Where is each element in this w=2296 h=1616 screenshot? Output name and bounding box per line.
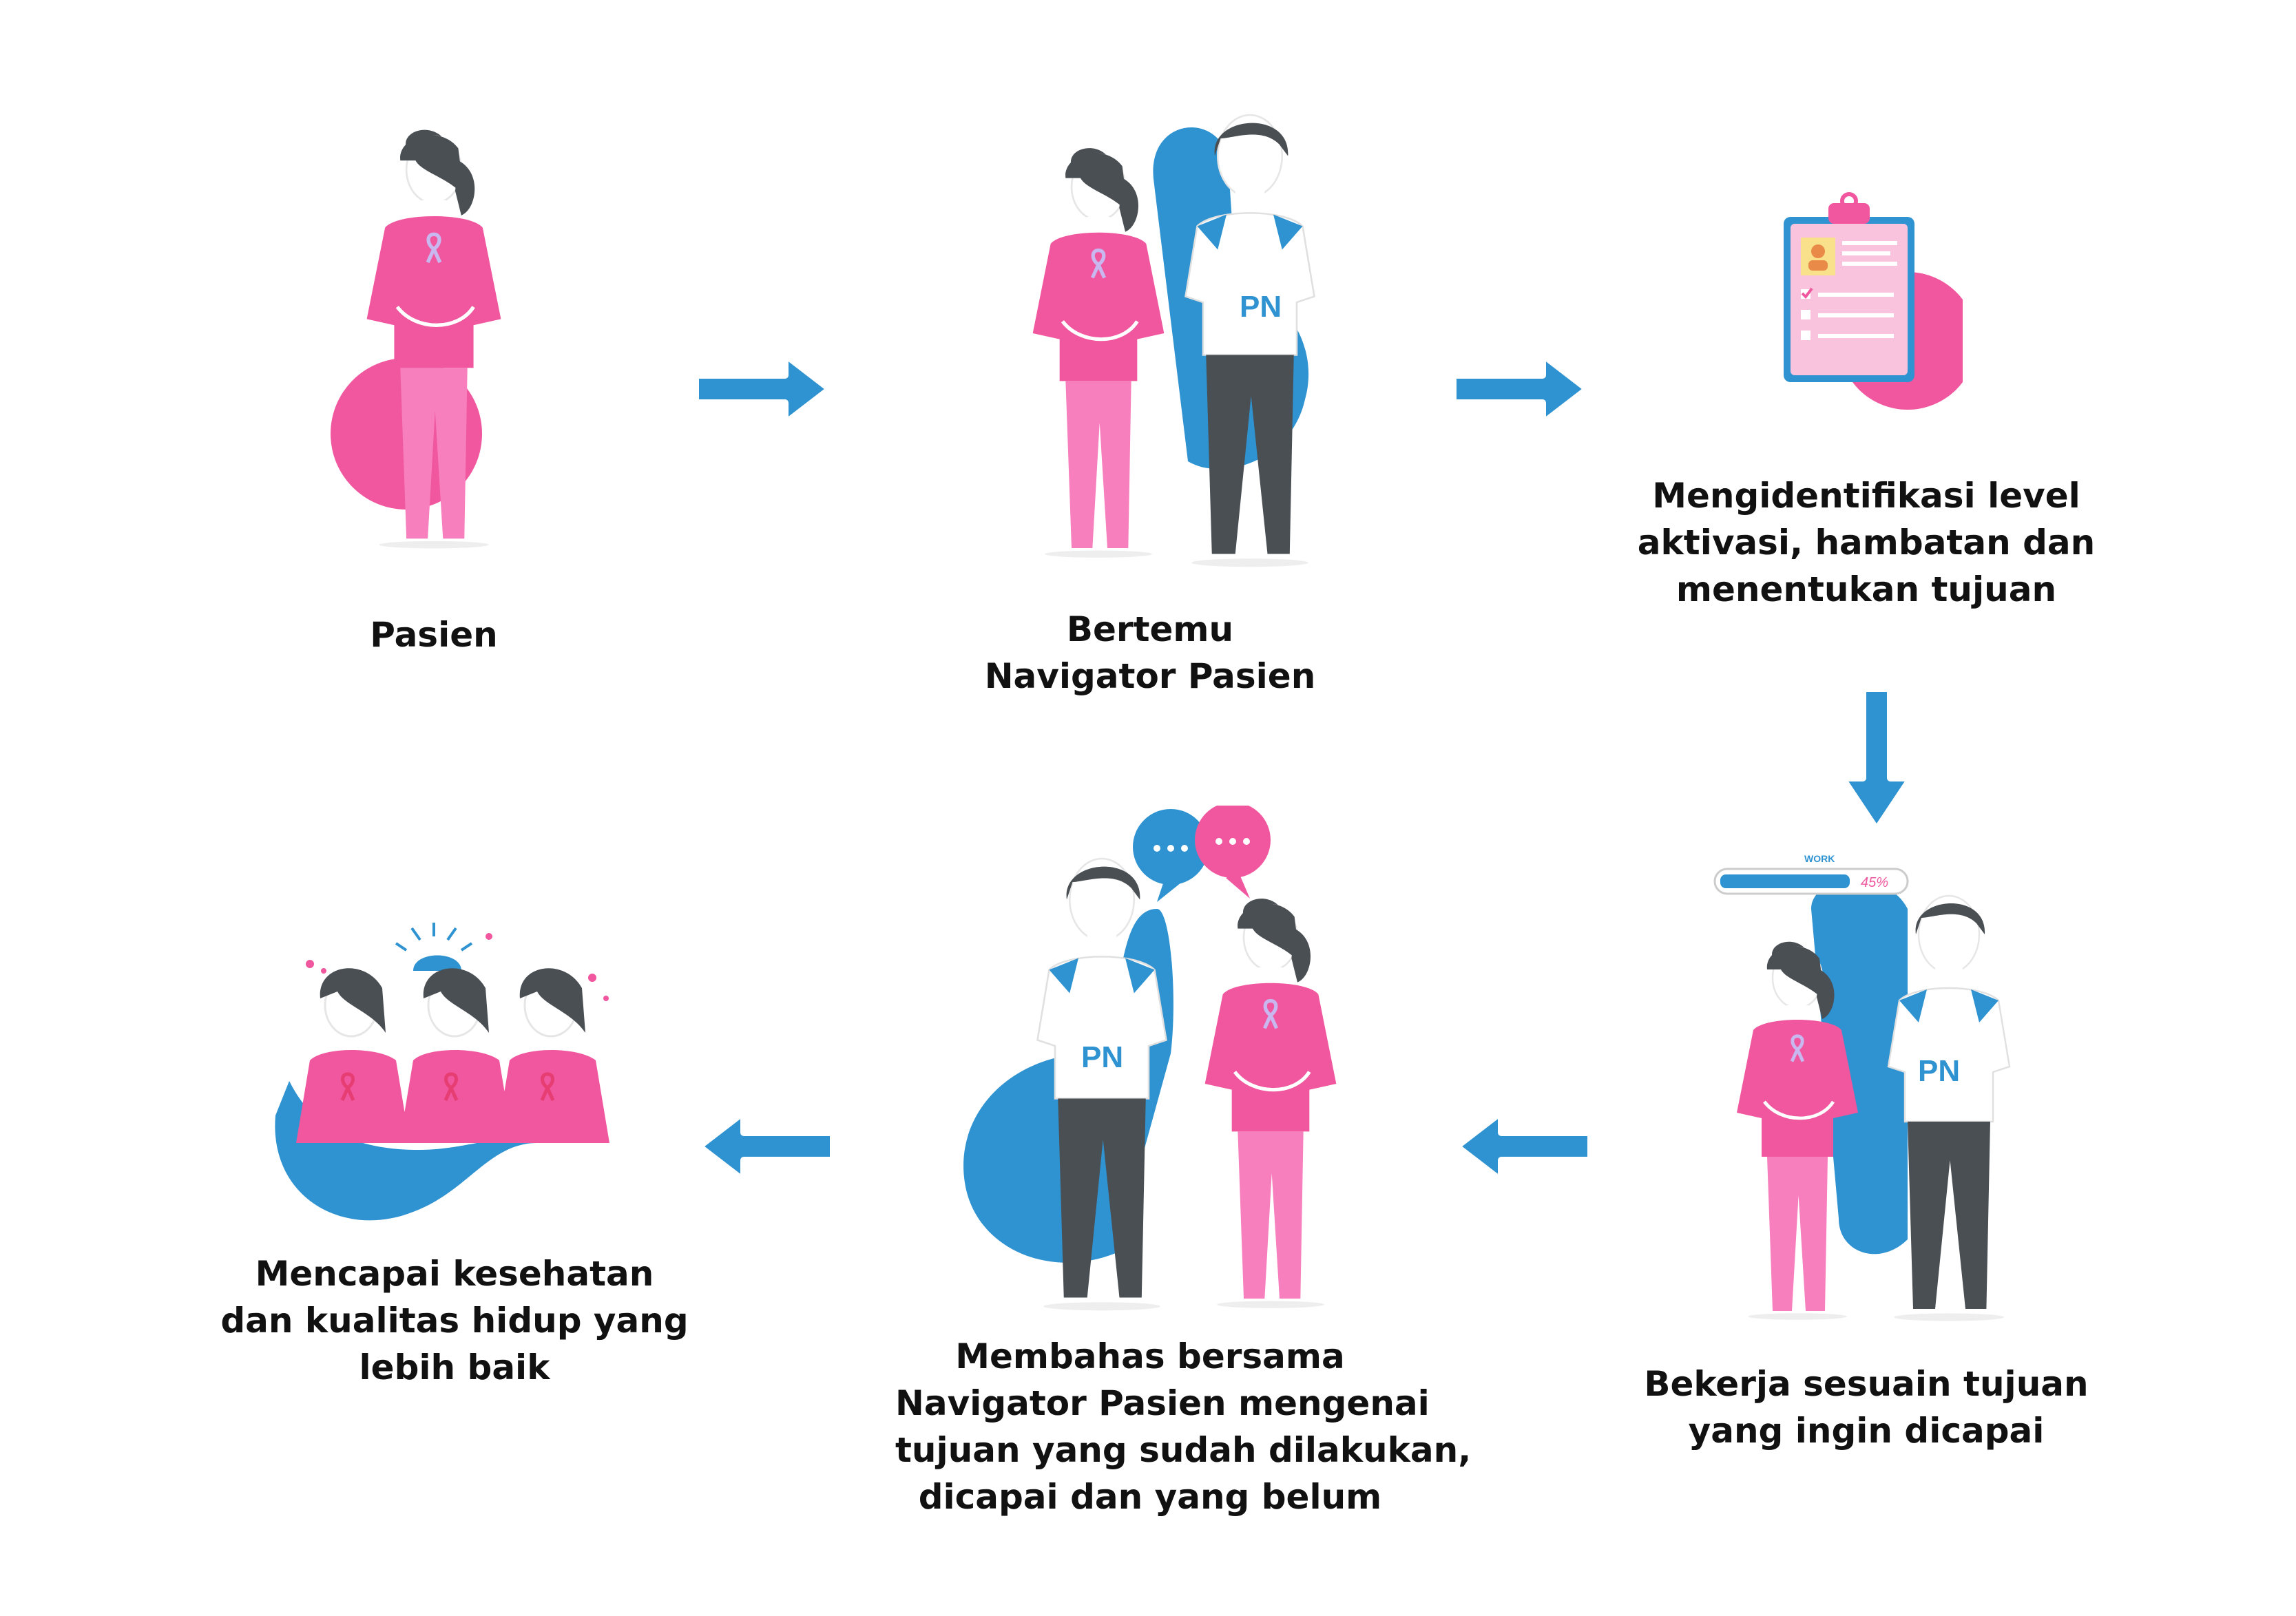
arrow-left-icon [1453,1109,1594,1184]
patient-illustration [331,117,544,565]
blue-blob-backdrop [275,1081,537,1221]
arrow-left-icon [696,1109,837,1184]
caption-bekerja: Bekerja sesuain tujuan yang ingin dicapa… [1644,1364,2089,1451]
blue-blob-backdrop [1811,880,1908,1255]
chat-bubble-icon [1195,806,1271,899]
pn-badge: PN [1240,290,1282,324]
clipboard-illustration [1784,192,1963,410]
sparkle-icon [395,923,473,952]
progress-bar: WORK 45% [1713,854,1909,895]
discussion-illustration: PN [963,806,1370,1312]
arrow-right-icon [1450,351,1591,427]
caption-identifikasi: Mengidentifikasi level aktivasi, hambata… [1637,476,2096,609]
working-illustration: WORK 45% PN [1713,854,2011,1322]
caption-bertemu: Bertemu Navigator Pasien [984,609,1316,696]
caption-membahas: Membahas bersama Navigator Pasien mengen… [895,1336,1472,1517]
progress-percent: 45% [1861,875,1888,890]
woman-figure [496,968,609,1143]
arrow-down-icon [1839,685,1914,833]
arrow-right-icon [692,351,833,427]
pn-badge: PN [1918,1054,1960,1088]
woman-figure [399,968,513,1143]
woman-figure [296,968,410,1143]
healthy-women-illustration [275,923,609,1221]
pn-badge: PN [1081,1040,1123,1074]
progress-label: WORK [1804,854,1835,864]
caption-pasien: Pasien [370,615,498,655]
caption-mencapai: Mencapai kesehatan dan kualitas hidup ya… [220,1254,689,1387]
chat-bubble-icon [1133,809,1209,902]
meet-navigator-illustration: PN [1002,114,1315,568]
